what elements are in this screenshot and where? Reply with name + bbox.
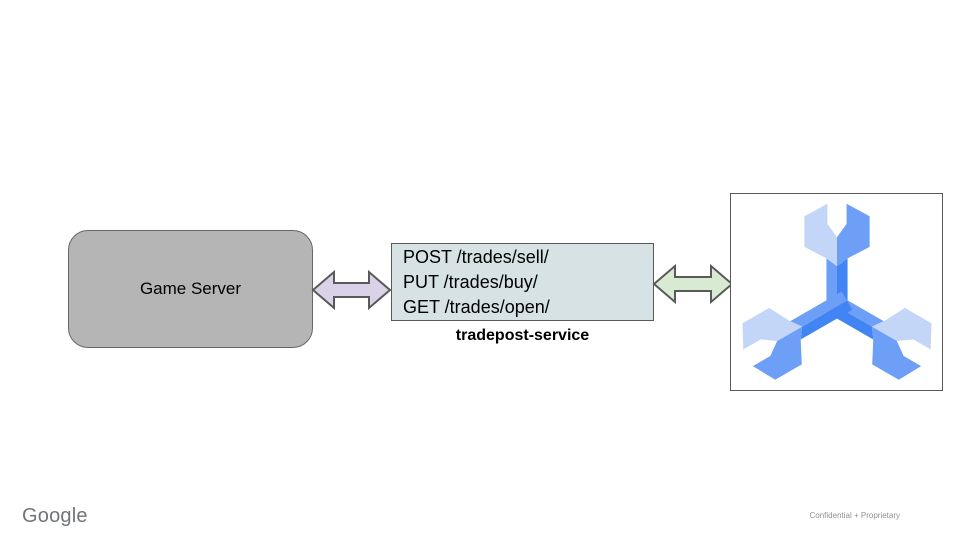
game-server-box: Game Server [68,230,313,348]
spanner-heads [742,203,932,380]
tradepost-service-box: POST /trades/sell/ PUT /trades/buy/ GET … [391,243,654,321]
endpoint-line: POST /trades/sell/ [403,247,549,267]
spanner-frame [730,193,943,391]
cloud-spanner-icon [742,203,932,380]
game-server-label: Game Server [139,279,242,298]
bidirectional-arrow-right-icon [652,263,734,305]
google-logo: Google [22,505,88,527]
confidential-note: Confidential + Proprietary [809,511,901,520]
tradepost-service-label: tradepost-service [455,327,590,344]
bidirectional-arrow-left-icon [311,269,392,311]
endpoint-line: GET /trades/open/ [403,297,550,317]
spanner-shafts [790,258,884,340]
endpoint-line: PUT /trades/buy/ [403,272,538,292]
